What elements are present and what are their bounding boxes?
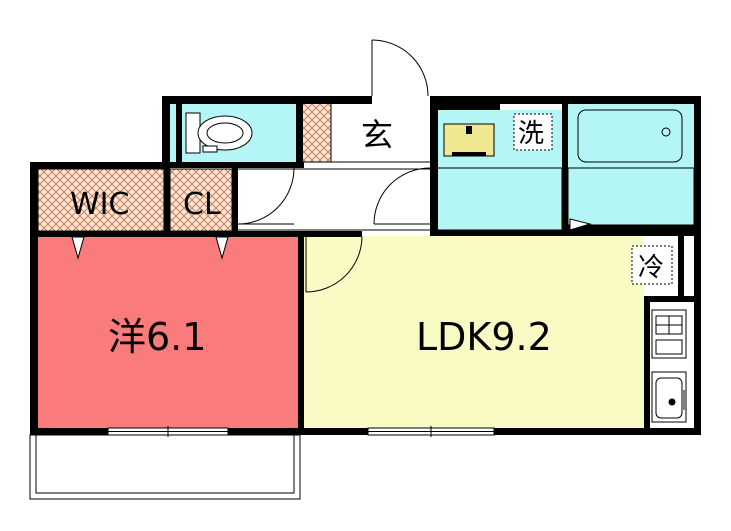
bathtub-icon [577,109,683,163]
stove-icon [651,309,687,359]
washroom-label-box [513,113,553,151]
closet-door-markers [71,218,592,260]
western-room-label: 洋6.1 [108,315,206,359]
bath-room [568,104,694,230]
fridge-label: 冷 [638,253,664,283]
entrance-storage [303,104,331,162]
western-room [38,236,300,430]
ldk-room-label: LDK9.2 [416,315,552,359]
balcony [29,434,301,500]
windows [107,426,495,437]
walls [30,96,701,435]
toilet-icon [185,112,253,154]
doors [237,39,431,293]
closet-label: CL [183,187,221,222]
entrance-label: 玄 [361,116,393,154]
wic-storage [38,169,164,231]
closet-storage [170,169,232,231]
wic-label: WIC [70,187,129,222]
thin-lines [37,104,695,232]
washroom-label: 洗 [518,119,544,149]
kitchen-sink-icon [651,371,687,423]
fridge-label-box [631,245,673,285]
ldk-room [302,236,644,430]
washbasin-icon [443,123,495,157]
